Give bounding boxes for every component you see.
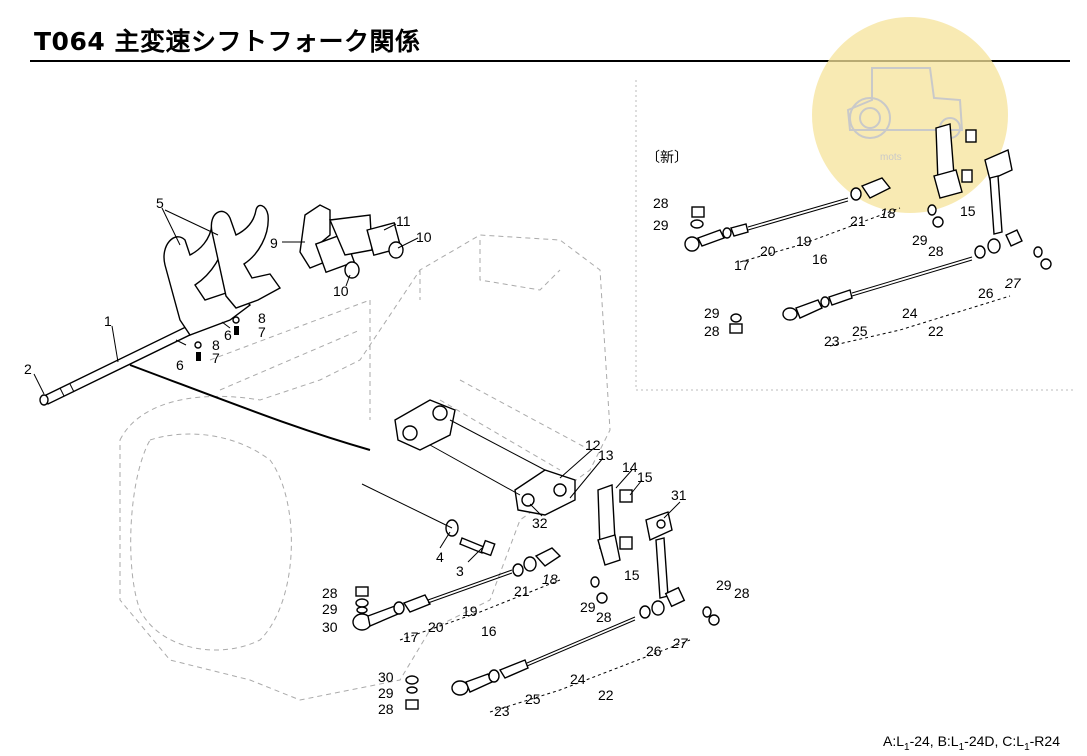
svg-text:mots: mots [880, 152, 902, 163]
inset-callout-20: 20 [760, 243, 776, 259]
inset-callout-29c: 29 [704, 305, 720, 321]
inset-callout-22: 22 [928, 323, 944, 339]
inset-callout-23: 23 [824, 333, 840, 349]
inset-callout-24: 24 [902, 305, 918, 321]
page-title: T064 主変速シフトフォーク関係 [34, 27, 421, 56]
inset-callout-28a: 28 [653, 195, 669, 211]
callout-16: 16 [481, 623, 497, 639]
inset-callout-29b: 29 [912, 232, 928, 248]
callout-14: 14 [622, 459, 638, 475]
inset-callout-19: 19 [796, 233, 812, 249]
callout-29c: 29 [716, 577, 732, 593]
callout-3: 3 [456, 563, 464, 579]
watermark-logo: mots [812, 17, 1008, 213]
callout-18: 18 [542, 571, 558, 587]
leader-lines [33, 207, 681, 563]
callout-28b: 28 [596, 609, 612, 625]
callout-17: 17 [403, 629, 419, 645]
inset-frame [635, 80, 1075, 391]
shift-fork-9-11 [299, 204, 404, 279]
bracket-22 [489, 639, 691, 713]
shift-lever-14-31 [597, 484, 686, 608]
callout-22: 22 [598, 687, 614, 703]
callout-11: 11 [396, 213, 411, 229]
inset-callout-16: 16 [812, 251, 828, 267]
callout-23: 23 [494, 703, 510, 719]
callout-30b: 30 [378, 669, 394, 685]
circlip-2 [39, 394, 49, 406]
nut-stack-left-lower [405, 675, 419, 710]
callout-4: 4 [436, 549, 444, 565]
inset-callout-26: 26 [978, 285, 994, 301]
inset-callout-21: 21 [850, 213, 866, 229]
inset-callout-29a: 29 [653, 217, 669, 233]
callout-20: 20 [428, 619, 444, 635]
shift-fork-5 [163, 204, 282, 336]
nut-stack-left-upper [355, 586, 369, 614]
callout-29d: 29 [378, 685, 394, 701]
callout-12: 12 [585, 437, 601, 453]
inset-rod-22 [729, 229, 1052, 334]
callout-1: 1 [104, 313, 112, 329]
callout-10b: 10 [333, 283, 349, 299]
callout-8b: 8 [212, 337, 220, 353]
inset-callout-28c: 28 [704, 323, 720, 339]
callout-15b: 15 [624, 567, 640, 583]
callout-29a: 29 [322, 601, 338, 617]
shift-rod-1 [43, 321, 371, 451]
callout-28d: 28 [378, 701, 394, 717]
inset-lever [927, 123, 1013, 235]
bracket-16-inset [739, 207, 901, 263]
model-applicability-note: A:L1-24, B:L1-24D, C:L1-R24 [882, 733, 1060, 753]
callout-2: 2 [24, 361, 32, 377]
callout-27: 27 [671, 635, 689, 651]
callout-28a: 28 [322, 585, 338, 601]
callout-13: 13 [598, 447, 614, 463]
inset-callout-27: 27 [1004, 275, 1022, 291]
callout-6a: 6 [176, 357, 184, 373]
callout-24: 24 [570, 671, 586, 687]
callout-10a: 10 [416, 229, 432, 245]
callout-29b: 29 [580, 599, 596, 615]
callout-9: 9 [270, 235, 278, 251]
rod-assembly-22 [451, 600, 720, 696]
inset-callout-18: 18 [880, 205, 896, 221]
inset-rod-16 [684, 177, 892, 252]
inset-callout-17: 17 [734, 257, 750, 273]
callouts-main: 1 2 3 4 5 6 6 7 7 8 8 9 10 10 11 12 13 1… [24, 195, 750, 719]
callouts-inset: 15 16 17 18 19 20 21 22 23 24 25 26 27 2… [653, 195, 1022, 349]
callout-8a: 8 [258, 310, 266, 326]
callout-7a: 7 [258, 324, 266, 340]
callout-6b: 6 [224, 327, 232, 343]
inset-callout-25: 25 [852, 323, 868, 339]
inset-callout-15: 15 [960, 203, 976, 219]
callout-26: 26 [646, 643, 662, 659]
bracket-plate-12 [394, 399, 576, 516]
callout-21: 21 [514, 583, 530, 599]
title-underline [30, 60, 1070, 62]
callout-30a: 30 [322, 619, 338, 635]
transmission-housing [119, 234, 611, 701]
callout-5: 5 [156, 195, 164, 211]
callout-25: 25 [525, 691, 541, 707]
bolt-3-washer-4 [361, 483, 496, 557]
bracket-16 [399, 579, 561, 641]
inset-label: 〔新〕 [646, 149, 688, 165]
callout-32: 32 [532, 515, 548, 531]
callout-19: 19 [462, 603, 478, 619]
callout-15a: 15 [637, 469, 653, 485]
callout-28c: 28 [734, 585, 750, 601]
callout-31: 31 [671, 487, 687, 503]
inset-callout-28b: 28 [928, 243, 944, 259]
callout-7b: 7 [212, 350, 220, 366]
detent-balls-springs [175, 316, 240, 361]
rod-assembly-16 [352, 547, 608, 631]
